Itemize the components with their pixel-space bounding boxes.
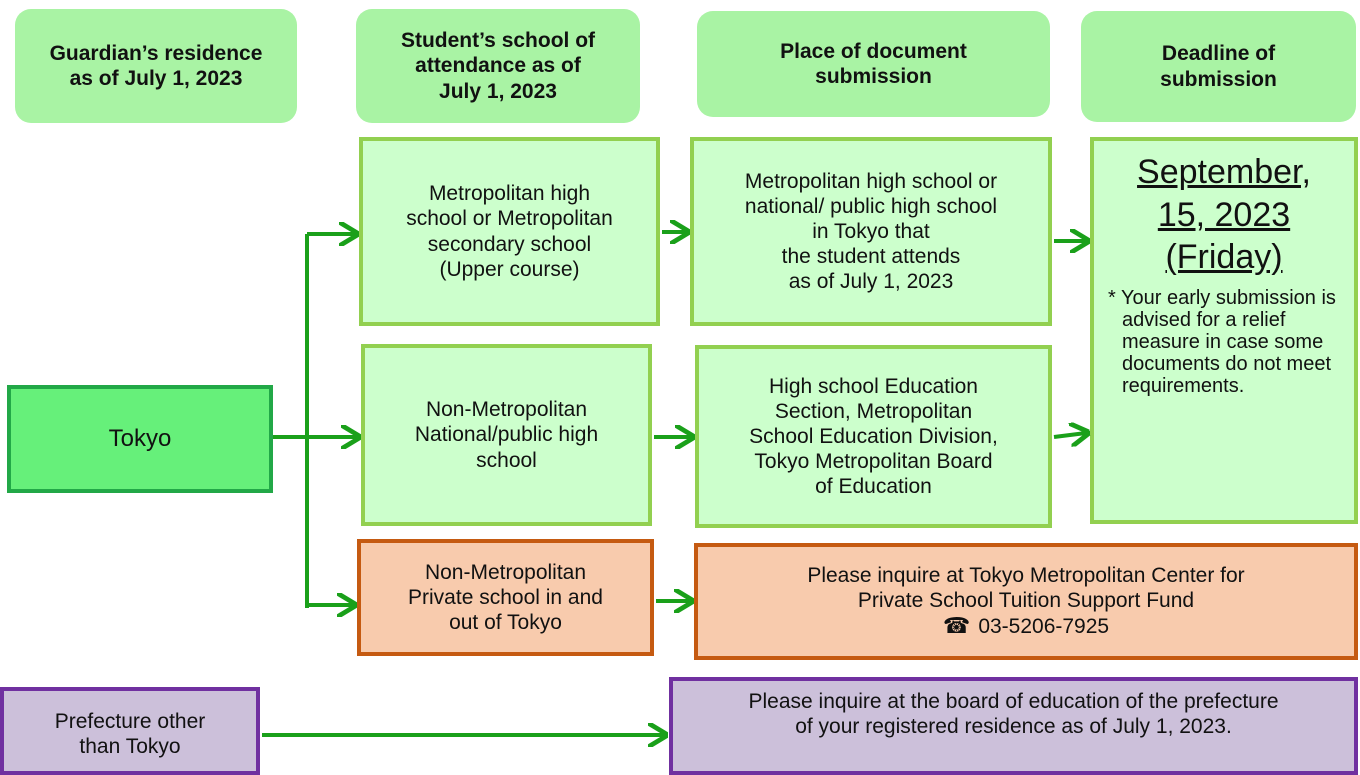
school-private-box: Non-Metropolitan Private school in and o… xyxy=(357,539,654,656)
other-prefecture-line: Prefecture other xyxy=(54,710,206,733)
phone-number: 03-5206-7925 xyxy=(978,615,1110,639)
place-national-public-line: Tokyo Metropolitan Board xyxy=(754,450,993,474)
place-national-public-box: High school Education Section, Metropoli… xyxy=(695,345,1052,528)
place-other-prefecture-line: Please inquire at the board of education… xyxy=(748,690,1279,713)
header-residence: Guardian’s residence as of July 1, 2023 xyxy=(15,9,297,123)
school-national-public-line: Non-Metropolitan xyxy=(425,398,588,422)
school-metropolitan-line: (Upper course) xyxy=(439,257,580,281)
school-national-public-line: school xyxy=(476,448,537,472)
header-school-line: attendance as of xyxy=(415,54,581,78)
place-metropolitan-box: Metropolitan high school or national/ pu… xyxy=(690,137,1052,326)
place-private-line: Please inquire at Tokyo Metropolitan Cen… xyxy=(807,564,1245,588)
other-prefecture-box: Prefecture other than Tokyo xyxy=(0,687,260,775)
place-metropolitan-line: as of July 1, 2023 xyxy=(788,270,954,294)
header-residence-line: Guardian’s residence xyxy=(49,41,263,65)
header-school-line: Student’s school of xyxy=(400,29,596,53)
school-national-public-box: Non-Metropolitan National/public high sc… xyxy=(361,344,652,526)
place-private-box: Please inquire at Tokyo Metropolitan Cen… xyxy=(694,543,1358,660)
deadline-date-line: (Friday) xyxy=(1165,238,1283,276)
deadline-box: September, 15, 2023 (Friday) * Your earl… xyxy=(1090,137,1358,524)
place-national-public-line: School Education Division, xyxy=(749,424,998,448)
deadline-note: * Your early submission is advised for a… xyxy=(1108,286,1336,397)
phone-icon: ☎ xyxy=(942,613,971,639)
school-metropolitan-line: secondary school xyxy=(427,232,592,256)
tokyo-label: Tokyo xyxy=(108,424,172,452)
header-deadline-line: Deadline of xyxy=(1161,42,1276,66)
school-private-line: Non-Metropolitan xyxy=(424,560,587,584)
place-national-public-line: Section, Metropolitan xyxy=(774,399,973,423)
school-private-line: Private school in and xyxy=(408,585,603,609)
other-prefecture-line: than Tokyo xyxy=(79,735,181,759)
place-other-prefecture-box: Please inquire at the board of education… xyxy=(669,677,1358,775)
header-place-line: Place of document xyxy=(780,39,967,63)
school-metropolitan-box: Metropolitan high school or Metropolitan… xyxy=(359,137,660,326)
place-national-public-line: High school Education xyxy=(769,374,978,398)
header-school: Student’s school of attendance as of Jul… xyxy=(356,9,640,123)
tokyo-box: Tokyo xyxy=(7,385,273,493)
deadline-date: September, 15, 2023 (Friday) xyxy=(1094,151,1354,279)
header-school-line: July 1, 2023 xyxy=(439,79,557,103)
place-metropolitan-line: national/ public high school xyxy=(744,194,998,218)
header-deadline: Deadline of submission xyxy=(1081,11,1356,122)
place-other-prefecture-line: of your registered residence as of July … xyxy=(795,715,1232,739)
header-residence-line: as of July 1, 2023 xyxy=(69,67,243,90)
place-metropolitan-line: Metropolitan high school or xyxy=(744,169,998,193)
school-metropolitan-line: Metropolitan high xyxy=(428,182,591,206)
deadline-date-line: September, xyxy=(1137,153,1311,191)
arrow-national-public-place-to-deadline xyxy=(1053,433,1086,437)
header-place: Place of document submission xyxy=(697,11,1050,117)
school-private-line: out of Tokyo xyxy=(449,611,562,635)
school-metropolitan-line: school or Metropolitan xyxy=(406,207,613,231)
place-metropolitan-line: in Tokyo that xyxy=(812,219,930,243)
place-national-public-line: of Education xyxy=(815,475,932,499)
header-place-line: submission xyxy=(815,65,932,88)
deadline-date-line: 15, 2023 xyxy=(1157,195,1291,234)
phone-row: ☎ 03-5206-7925 xyxy=(943,613,1109,639)
place-metropolitan-line: the student attends xyxy=(781,245,961,269)
school-national-public-line: National/public high xyxy=(414,423,599,447)
place-private-line: Private School Tuition Support Fund xyxy=(857,589,1195,613)
header-deadline-line: submission xyxy=(1160,67,1277,91)
